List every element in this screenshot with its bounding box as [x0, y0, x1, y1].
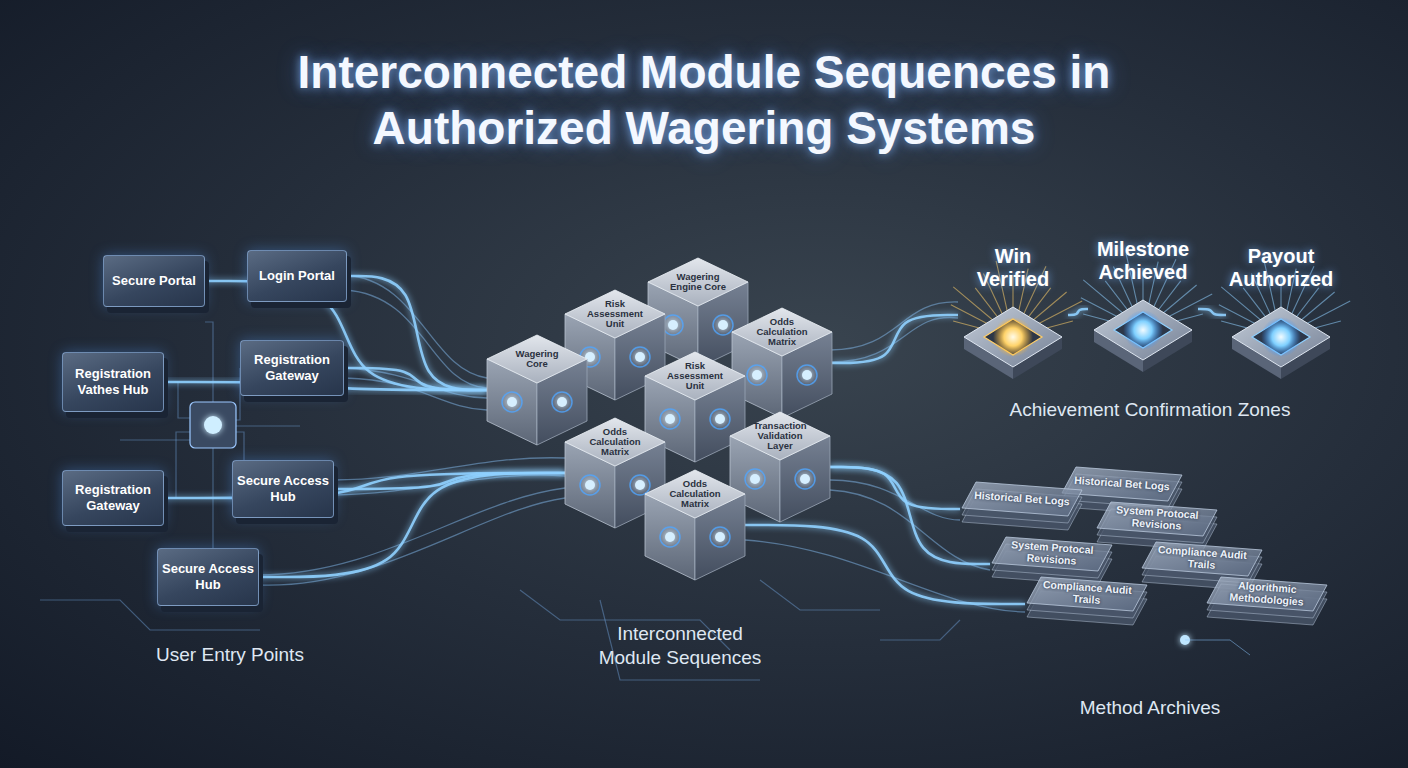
chip-top: [1232, 307, 1330, 367]
port-ring: [713, 315, 733, 335]
port-light: [635, 352, 645, 362]
data-cable: [830, 467, 960, 509]
entry-box: Secure Access Hub: [232, 460, 334, 518]
port-ring: [552, 392, 572, 412]
port-light: [585, 480, 595, 490]
node-label: Login Portal: [259, 268, 335, 284]
data-cable: [745, 525, 1025, 604]
port-light: [668, 320, 678, 330]
port-light: [557, 397, 567, 407]
port-light: [585, 352, 595, 362]
cube-face: [730, 412, 830, 460]
achievement-chip: Win Verified: [958, 245, 1068, 385]
archive-plate: Historical Bet Logs: [960, 480, 1084, 538]
entry-box: Registration Vathes Hub: [62, 352, 164, 412]
port-light: [802, 370, 812, 380]
port-light: [750, 474, 760, 484]
group-label: Interconnected Module Sequences: [590, 622, 770, 670]
node-label: Transaction Validation Layer: [748, 419, 812, 453]
port-ring: [580, 475, 600, 495]
entry-box: Login Portal: [247, 250, 347, 302]
module-cube: Wagering Core: [487, 335, 587, 445]
node-label: Wagering Engine Core: [666, 265, 730, 299]
archive-plate: Algorithmic Methodologies: [1205, 575, 1329, 633]
cube-face: [645, 470, 745, 518]
data-cable: [164, 473, 565, 498]
port-ring: [795, 469, 815, 489]
data-cable: [347, 276, 487, 390]
port-light: [752, 370, 762, 380]
node-label: Risk Assessment Unit: [663, 359, 727, 393]
data-cable: [832, 315, 958, 363]
chip-light: [993, 317, 1033, 357]
node-label: Registration Gateway: [244, 352, 340, 384]
node-label: Registration Gateway: [66, 482, 160, 514]
chip-top: [964, 307, 1062, 367]
node-label: Secure Portal: [112, 273, 196, 289]
port-ring: [797, 365, 817, 385]
node-label: Secure Access Hub: [161, 561, 255, 593]
diagram-title: Interconnected Module Sequences in Autho…: [274, 44, 1134, 156]
node-label: Milestone Achieved: [1089, 238, 1197, 284]
entry-box: Secure Access Hub: [157, 548, 259, 606]
port-ring: [660, 409, 680, 429]
cube-face: [648, 258, 748, 306]
hub-chip: [190, 402, 236, 448]
port-light: [715, 532, 725, 542]
port-ring: [502, 392, 522, 412]
port-ring: [663, 315, 683, 335]
port-ring: [745, 469, 765, 489]
port-light: [507, 397, 517, 407]
node-label: Win Verified: [959, 245, 1067, 291]
data-cable: [334, 473, 565, 489]
entry-box: Registration Gateway: [240, 340, 344, 396]
cube-face: [565, 418, 665, 466]
entry-box: Registration Gateway: [62, 470, 164, 526]
node-label: Odds Calculation Matrix: [663, 477, 727, 511]
module-cube: Odds Calculation Matrix: [645, 470, 745, 580]
archive-plate: Compliance Audit Trails: [1025, 575, 1149, 633]
port-light: [665, 414, 675, 424]
entry-box: Secure Portal: [103, 255, 205, 307]
port-ring: [580, 347, 600, 367]
node-label: Risk Assessment Unit: [583, 297, 647, 331]
port-ring: [630, 475, 650, 495]
node-label: Secure Access Hub: [236, 473, 330, 505]
port-ring: [630, 347, 650, 367]
circuit-traces: [40, 322, 960, 680]
node-label: Odds Calculation Matrix: [583, 425, 647, 459]
port-light: [715, 414, 725, 424]
chip-light: [1123, 310, 1163, 350]
port-ring: [710, 409, 730, 429]
group-label: Method Archives: [1030, 696, 1270, 720]
chip-top: [1094, 300, 1192, 360]
port-light: [800, 474, 810, 484]
port-ring: [660, 527, 680, 547]
node-label: Wagering Core: [505, 342, 569, 376]
port-ring: [710, 527, 730, 547]
port-ring: [747, 365, 767, 385]
cube-face: [732, 308, 832, 356]
module-cube: Odds Calculation Matrix: [732, 308, 832, 418]
node-label: Payout Authorized: [1227, 245, 1335, 291]
port-light: [665, 532, 675, 542]
data-cable: [344, 368, 487, 390]
achievement-chip: Milestone Achieved: [1088, 238, 1198, 380]
node-label: Odds Calculation Matrix: [750, 315, 814, 349]
node-label: Registration Vathes Hub: [66, 366, 160, 398]
archive-glow: [1180, 635, 1250, 655]
data-streams: [258, 275, 1025, 612]
cube-face: [645, 352, 745, 400]
group-label: User Entry Points: [120, 643, 340, 667]
chip-light: [1261, 317, 1301, 357]
group-label: Achievement Confirmation Zones: [980, 398, 1320, 422]
achievement-chip: Payout Authorized: [1226, 245, 1336, 385]
port-light: [718, 320, 728, 330]
port-light: [635, 480, 645, 490]
